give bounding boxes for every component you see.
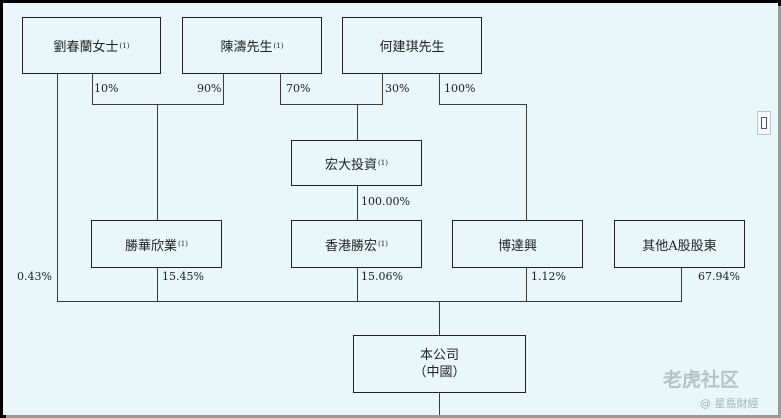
connector-line — [157, 267, 158, 302]
connector-line — [280, 104, 383, 105]
connector-line — [57, 301, 682, 302]
connector-line — [439, 73, 440, 105]
footnote-mark: (1) — [178, 240, 188, 248]
connector-line — [526, 267, 527, 302]
entity-hongda: 宏大投資(1) — [291, 140, 422, 186]
connector-line — [439, 301, 440, 336]
entity-shenghua: 勝華欣業(1) — [91, 220, 222, 268]
pct-liu-company: 0.43% — [17, 270, 52, 283]
pct-chen-shenghua: 90% — [197, 82, 222, 95]
entity-bodaxing: 博達興 — [452, 220, 583, 268]
entity-others-name: 其他A股股東 — [642, 238, 717, 254]
pct-hkshenghong-company: 15.06% — [361, 270, 403, 283]
entity-shenghua-name: 勝華欣業 — [125, 238, 178, 254]
pct-others-company: 67.94% — [698, 270, 740, 283]
footnote-mark: (1) — [378, 159, 388, 167]
connector-line — [157, 104, 158, 221]
connector-line — [526, 104, 527, 221]
connector-line — [357, 267, 358, 302]
connector-line — [57, 73, 58, 302]
shareholder-liu: 劉春蘭女士(1) — [22, 17, 161, 74]
connector-line — [681, 267, 682, 302]
shareholder-chen: 陳濤先生(1) — [182, 17, 322, 74]
footnote-mark: (1) — [378, 240, 388, 248]
connector-line — [92, 73, 93, 105]
entity-hongda-name: 宏大投資 — [325, 157, 378, 173]
footnote-mark: (1) — [273, 41, 284, 50]
connector-line — [92, 104, 224, 105]
watermark-logo: 老虎社区 — [663, 369, 740, 391]
shareholder-liu-name: 劉春蘭女士 — [53, 40, 119, 55]
entity-company: 本公司 （中國） — [353, 335, 526, 393]
entity-hkshenghong-name: 香港勝宏 — [325, 238, 378, 254]
shareholder-he-name: 何建琪先生 — [379, 40, 445, 55]
connector-line — [439, 104, 527, 105]
connector-line — [439, 392, 440, 415]
entity-others: 其他A股股東 — [614, 220, 745, 268]
shareholder-he: 何建琪先生 — [342, 17, 482, 74]
watermark-source: @ 星島財經 — [700, 397, 759, 410]
shareholder-chen-name: 陳濤先生 — [220, 40, 273, 55]
pct-chen-hongda: 70% — [286, 82, 311, 95]
entity-company-name: 本公司 — [419, 348, 459, 363]
entity-company-subtitle: （中國） — [413, 365, 466, 380]
frame-shadow — [6, 415, 781, 418]
connector-line — [280, 73, 281, 105]
document-icon[interactable] — [757, 111, 771, 135]
pct-hongda-hkshenghong: 100.00% — [361, 195, 410, 208]
pct-liu-shenghua: 10% — [94, 82, 119, 95]
pct-bodaxing-company: 1.12% — [531, 270, 566, 283]
connector-line — [382, 73, 383, 105]
entity-bodaxing-name: 博達興 — [497, 238, 537, 254]
pct-shenghua-company: 15.45% — [162, 270, 204, 283]
entity-hkshenghong: 香港勝宏(1) — [291, 220, 422, 268]
connector-line — [357, 185, 358, 221]
connector-line — [357, 104, 358, 141]
frame-shadow — [778, 6, 781, 418]
footnote-mark: (1) — [119, 41, 130, 50]
connector-line — [223, 73, 224, 105]
pct-he-bodaxing: 100% — [444, 82, 476, 95]
pct-he-hongda: 30% — [385, 82, 410, 95]
